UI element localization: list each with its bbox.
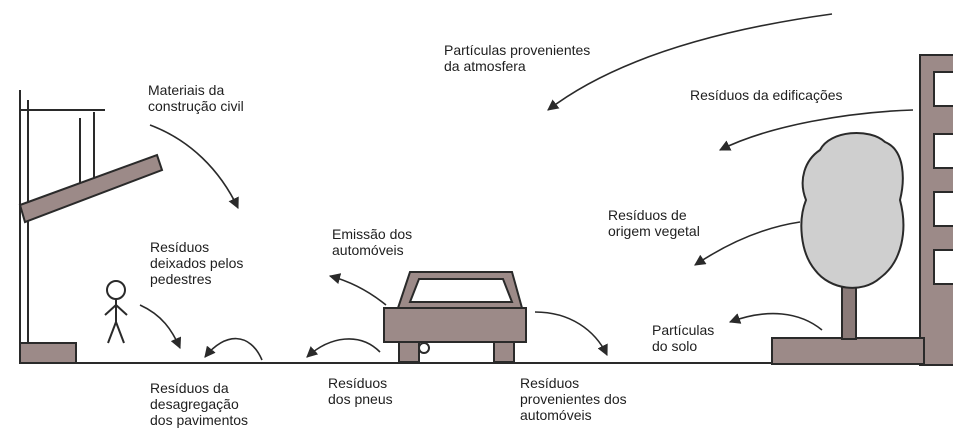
construction-structure: [19, 90, 105, 364]
label-edificacoes: Resíduos da edificações: [690, 87, 843, 103]
arrow-pneus: [306, 338, 381, 358]
arrow-vegetal: [694, 221, 801, 266]
arrow-pedestres: [139, 304, 182, 350]
arrow-atmosfera: [547, 13, 833, 111]
falling-beam: [18, 153, 164, 224]
arrow-solo: [728, 312, 823, 331]
arrow-pavimentos: [204, 337, 263, 361]
arrow-edificacoes: [718, 109, 914, 151]
pedestrian-figure: [104, 280, 128, 344]
arrow-emissao: [328, 273, 387, 306]
tree: [800, 132, 905, 340]
building: [771, 54, 953, 366]
arrow-construcao: [149, 124, 239, 210]
arrow-automoveis: [534, 311, 608, 357]
car: [383, 271, 527, 363]
